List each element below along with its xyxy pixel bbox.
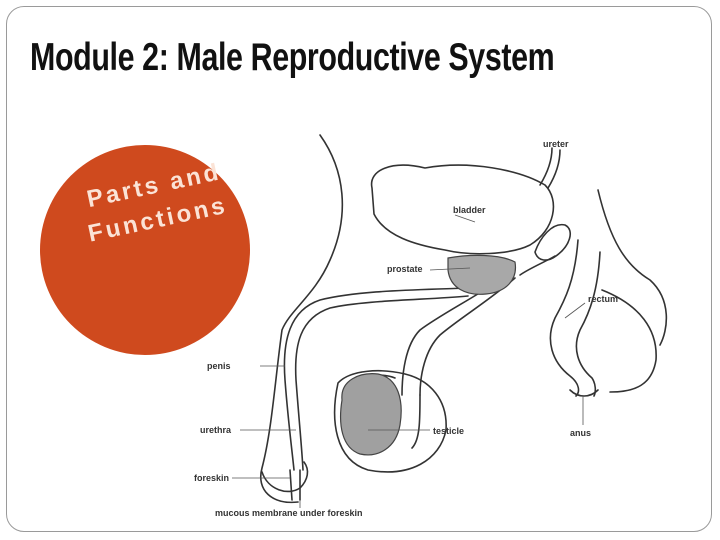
rectum-wall-inner bbox=[576, 252, 600, 396]
label-anus: anus bbox=[570, 428, 591, 438]
label-mucous-membrane: mucous membrane under foreskin bbox=[215, 508, 363, 518]
body-back-outline bbox=[598, 190, 666, 345]
label-rectum: rectum bbox=[588, 294, 618, 304]
leader-bladder bbox=[455, 215, 475, 222]
label-urethra: urethra bbox=[200, 425, 232, 435]
rectum-wall bbox=[550, 240, 578, 396]
label-bladder: bladder bbox=[453, 205, 486, 215]
label-penis: penis bbox=[207, 361, 231, 371]
foreskin-tip bbox=[290, 470, 300, 500]
leader-rectum bbox=[565, 303, 585, 318]
seminal-vesicle bbox=[535, 225, 570, 260]
vas-to-vesicle bbox=[520, 256, 555, 275]
label-testicle: testicle bbox=[433, 426, 464, 436]
buttock-outline bbox=[602, 290, 656, 392]
label-prostate: prostate bbox=[387, 264, 423, 274]
ureter bbox=[540, 148, 552, 185]
label-foreskin: foreskin bbox=[194, 473, 229, 483]
vas-deferens-lower bbox=[412, 395, 420, 448]
label-ureter: ureter bbox=[543, 139, 569, 149]
ureter-inner bbox=[548, 150, 560, 188]
testicle bbox=[341, 374, 402, 455]
prostate-gland bbox=[448, 255, 515, 294]
